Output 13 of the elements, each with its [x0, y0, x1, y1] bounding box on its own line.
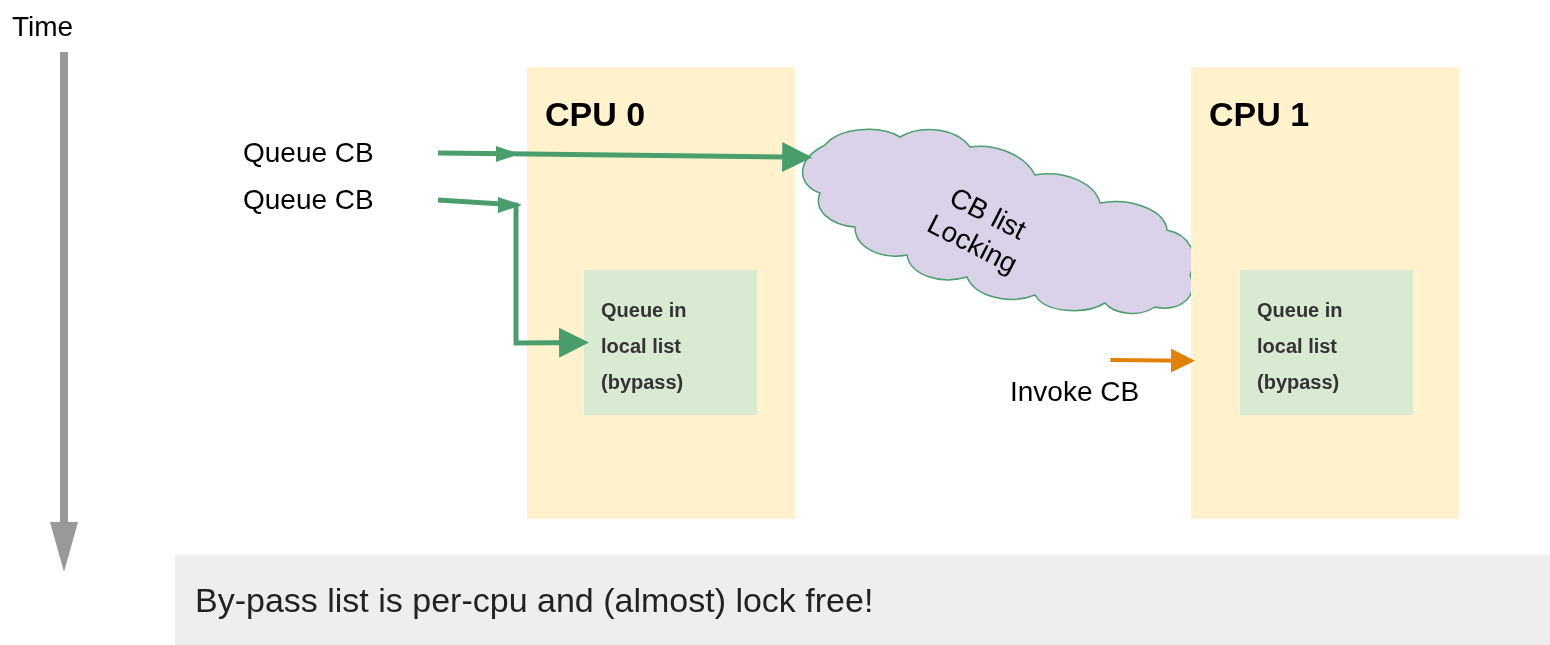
cpu-column [527, 67, 795, 519]
box-text: Queue in local list (bypass) [1257, 298, 1344, 395]
note-text: By-pass list is per-cpu and (almost) lock free! [195, 579, 874, 621]
process-box [584, 270, 757, 415]
text-label: Queue CB [243, 136, 374, 170]
process-box [1240, 270, 1413, 415]
column-heading: CPU 0 [545, 94, 646, 135]
box-text: Queue in local list (bypass) [601, 298, 688, 395]
axis-label: Time [12, 10, 74, 44]
text-label: Queue CB [243, 183, 374, 217]
column-heading: CPU 1 [1209, 94, 1310, 135]
cpu-column [1191, 67, 1459, 519]
text-label: Invoke CB [1010, 375, 1140, 409]
